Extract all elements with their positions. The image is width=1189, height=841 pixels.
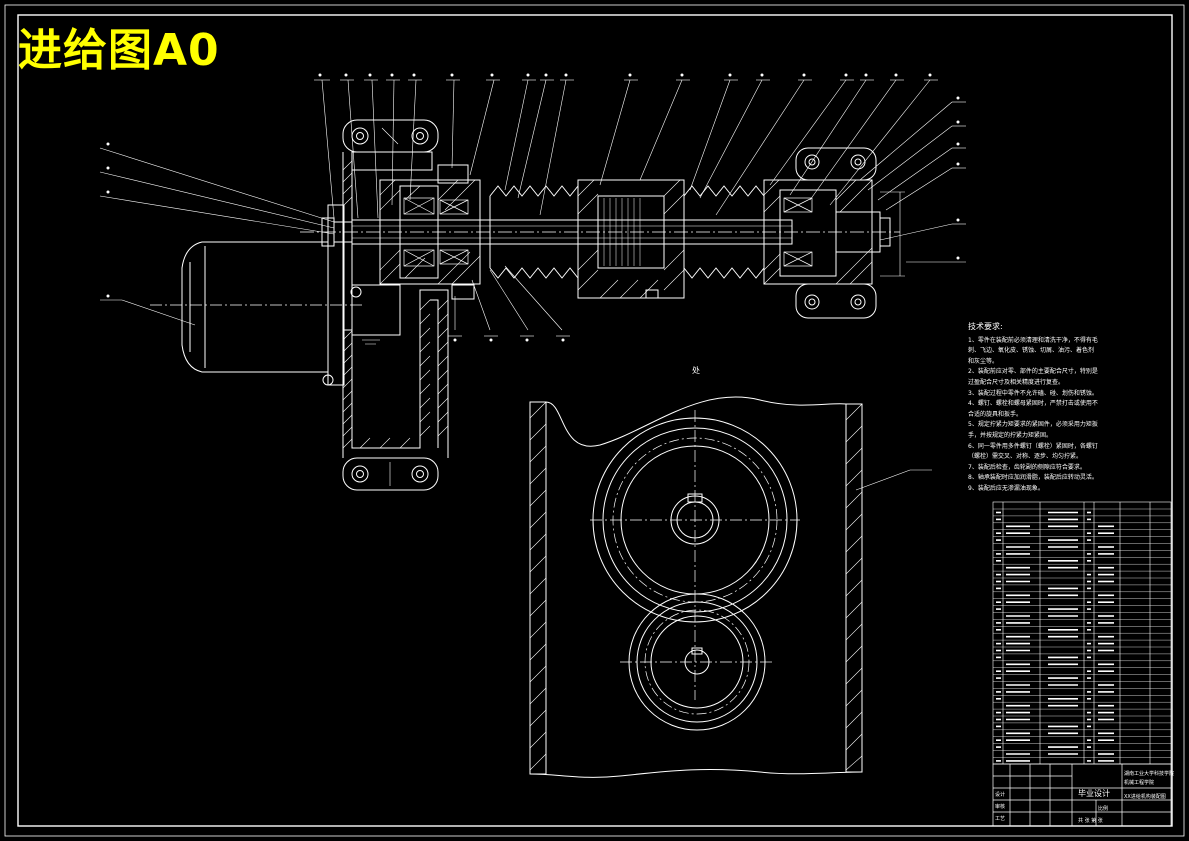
tech-requirements-heading: 技术要求: — [968, 322, 1003, 331]
scale-label: 比例 — [1098, 805, 1108, 812]
tech-req-item: 1、零件在装配前必须清理和清洗干净，不得有毛刺、飞边、氧化皮、锈蚀、切屑、油污、… — [968, 336, 1098, 365]
school-dept: 机械工程学院 — [1124, 779, 1154, 786]
tech-req-item: 3、装配过程中零件不允许磕、碰、划伤和锈蚀。 — [968, 389, 1098, 397]
tech-req-item: 9、装配后应无渗漏油现象。 — [968, 484, 1044, 492]
sheet-label: 共 张 第 张 — [1078, 817, 1103, 824]
tech-req-item: 5、规定拧紧力矩要求的紧固件，必须采用力矩扳手，并按规定的拧紧力矩紧固。 — [968, 421, 1098, 439]
technical-requirements: 技术要求: 1、零件在装配前必须清理和清洗干净，不得有毛刺、飞边、氧化皮、锈蚀、… — [968, 322, 1098, 495]
spindle-assembly — [300, 147, 905, 319]
balloon-marks — [106, 73, 960, 342]
section-view — [529, 396, 932, 778]
tb-row-design: 设计 — [995, 791, 1005, 798]
tech-req-item: 2、装配前应对零、部件的主要配合尺寸，特别是过盈配合尺寸及相关精度进行复查。 — [968, 368, 1098, 386]
tb-row-process: 工艺 — [995, 816, 1005, 822]
tech-req-item: 6、同一零件用多件螺钉（螺栓）紧固时，各螺钉（螺栓）需交叉、对称、逐步、均匀拧紧… — [968, 442, 1098, 461]
parts-list — [992, 501, 1172, 765]
drawing-name: XX进给机构装配图 — [1124, 793, 1166, 800]
title-block — [992, 763, 1172, 827]
section-label: 处 — [692, 365, 700, 375]
outer-frame — [4, 4, 1185, 837]
parts-list-text — [996, 511, 1114, 762]
design-label: 毕业设计 — [1078, 788, 1110, 798]
school-name: 湖南工业大学科技学院 — [1124, 770, 1174, 777]
tech-req-item: 4、螺钉、螺栓和螺母紧固时，严禁打击或使用不合适的旋具和扳手。 — [968, 400, 1098, 418]
motor — [150, 241, 365, 373]
inner-frame — [17, 14, 1173, 827]
tech-req-item: 8、轴承装配时应加润滑脂，装配后应转动灵活。 — [968, 474, 1098, 482]
leader-lines — [99, 79, 966, 337]
overlay-title: 进给图A0 — [18, 25, 220, 76]
tb-row-check: 审核 — [995, 803, 1005, 810]
tech-req-item: 7、装配后检查，齿轮副的侧隙应符合要求。 — [968, 463, 1086, 471]
